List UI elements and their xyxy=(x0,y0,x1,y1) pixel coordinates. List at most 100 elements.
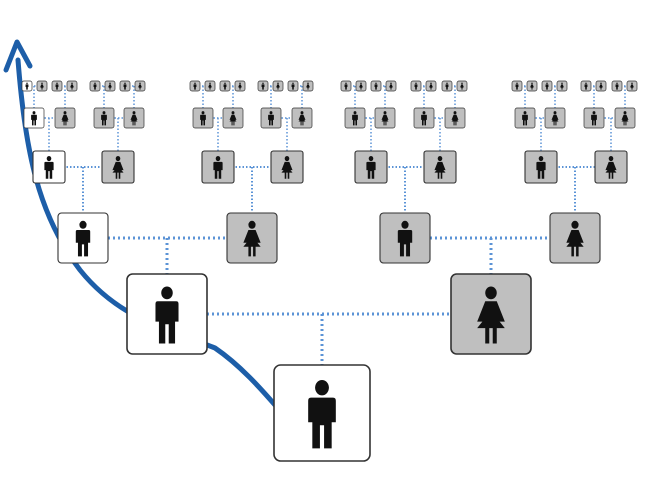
arrow-up-icon xyxy=(3,39,33,73)
person-node-gen4-8-male xyxy=(344,107,366,129)
male-figure-icon xyxy=(101,111,107,126)
male-figure-icon xyxy=(615,82,619,90)
person-node-gen5-21-female xyxy=(425,80,437,92)
male-figure-icon xyxy=(155,286,179,344)
person-node-gen3-2-male xyxy=(201,150,235,184)
person-node-gen5-16-male xyxy=(340,80,352,92)
person-node-gen3-5-female xyxy=(423,150,457,184)
female-figure-icon xyxy=(551,111,559,126)
male-figure-icon xyxy=(352,111,358,126)
person-node-gen2-0-male xyxy=(57,212,109,264)
person-node-gen5-31-female xyxy=(626,80,638,92)
person-node-gen3-1-female xyxy=(101,150,135,184)
person-node-gen3-7-female xyxy=(594,150,628,184)
person-node-gen5-7-female xyxy=(134,80,146,92)
person-node-gen4-15-female xyxy=(614,107,636,129)
person-node-gen3-0-male xyxy=(32,150,66,184)
person-node-gen5-11-female xyxy=(234,80,246,92)
person-node-gen5-18-male xyxy=(370,80,382,92)
person-node-gen0-0-male xyxy=(273,364,371,462)
female-figure-icon xyxy=(238,82,242,90)
person-node-gen4-4-male xyxy=(192,107,214,129)
person-node-gen3-4-male xyxy=(354,150,388,184)
person-node-gen5-22-male xyxy=(441,80,453,92)
person-node-gen5-26-male xyxy=(541,80,553,92)
male-figure-icon xyxy=(308,379,336,449)
person-node-gen4-2-male xyxy=(93,107,115,129)
female-figure-icon xyxy=(630,82,634,90)
male-figure-icon xyxy=(536,155,546,179)
male-figure-icon xyxy=(93,82,97,90)
male-figure-icon xyxy=(200,111,206,126)
person-node-gen5-9-female xyxy=(204,80,216,92)
person-node-gen5-6-male xyxy=(119,80,131,92)
person-nodes xyxy=(21,80,638,462)
person-node-gen5-23-female xyxy=(456,80,468,92)
female-figure-icon xyxy=(359,82,363,90)
female-figure-icon xyxy=(243,220,261,257)
female-figure-icon xyxy=(530,82,534,90)
person-node-gen2-1-female xyxy=(226,212,278,264)
person-node-gen5-13-female xyxy=(272,80,284,92)
male-figure-icon xyxy=(397,220,413,257)
female-figure-icon xyxy=(281,155,293,179)
female-figure-icon xyxy=(112,155,124,179)
female-figure-icon xyxy=(429,82,433,90)
person-node-gen5-3-female xyxy=(66,80,78,92)
female-figure-icon xyxy=(460,82,464,90)
male-figure-icon xyxy=(374,82,378,90)
lineage-arrow-line xyxy=(15,57,278,408)
female-figure-icon xyxy=(477,286,505,344)
person-node-gen5-29-female xyxy=(595,80,607,92)
person-node-gen5-28-male xyxy=(580,80,592,92)
female-figure-icon xyxy=(451,111,459,126)
person-node-gen5-10-male xyxy=(219,80,231,92)
male-figure-icon xyxy=(344,82,348,90)
female-figure-icon xyxy=(566,220,584,257)
person-node-gen4-3-female xyxy=(123,107,145,129)
person-node-gen5-4-male xyxy=(89,80,101,92)
person-node-gen4-11-female xyxy=(444,107,466,129)
male-figure-icon xyxy=(366,155,376,179)
male-figure-icon xyxy=(545,82,549,90)
female-figure-icon xyxy=(276,82,280,90)
person-node-gen5-25-female xyxy=(526,80,538,92)
person-node-gen4-12-male xyxy=(514,107,536,129)
person-node-gen4-0-male xyxy=(23,107,45,129)
male-figure-icon xyxy=(223,82,227,90)
female-figure-icon xyxy=(61,111,69,126)
person-node-gen5-14-male xyxy=(287,80,299,92)
female-figure-icon xyxy=(621,111,629,126)
female-figure-icon xyxy=(434,155,446,179)
male-figure-icon xyxy=(515,82,519,90)
person-node-gen5-5-female xyxy=(104,80,116,92)
female-figure-icon xyxy=(130,111,138,126)
person-node-gen5-1-female xyxy=(36,80,48,92)
person-node-gen3-3-female xyxy=(270,150,304,184)
female-figure-icon xyxy=(298,111,306,126)
male-figure-icon xyxy=(261,82,265,90)
female-figure-icon xyxy=(605,155,617,179)
female-figure-icon xyxy=(560,82,564,90)
person-node-gen2-2-male xyxy=(379,212,431,264)
person-node-gen5-27-female xyxy=(556,80,568,92)
female-figure-icon xyxy=(70,82,74,90)
female-figure-icon xyxy=(381,111,389,126)
male-figure-icon xyxy=(55,82,59,90)
connectors xyxy=(27,85,632,365)
person-node-gen1-0-male xyxy=(126,273,208,355)
person-node-gen4-7-female xyxy=(291,107,313,129)
person-node-gen5-15-female xyxy=(302,80,314,92)
male-figure-icon xyxy=(25,82,29,90)
male-figure-icon xyxy=(44,155,54,179)
person-node-gen5-8-male xyxy=(189,80,201,92)
female-figure-icon xyxy=(108,82,112,90)
female-figure-icon xyxy=(138,82,142,90)
male-figure-icon xyxy=(31,111,37,126)
male-figure-icon xyxy=(75,220,91,257)
person-node-gen4-13-female xyxy=(544,107,566,129)
person-node-gen4-6-male xyxy=(260,107,282,129)
female-figure-icon xyxy=(40,82,44,90)
person-node-gen4-14-male xyxy=(583,107,605,129)
